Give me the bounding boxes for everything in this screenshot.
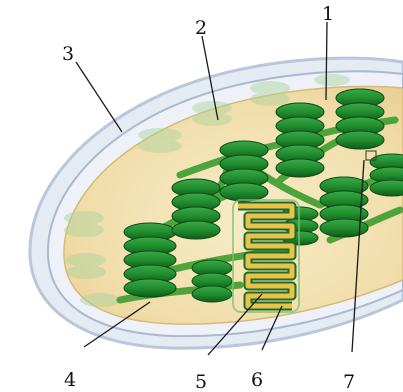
granum-stack bbox=[276, 103, 324, 177]
label-5: 5 bbox=[195, 371, 207, 392]
granum-stack bbox=[192, 260, 232, 302]
label-1: 1 bbox=[322, 3, 334, 25]
label-2: 2 bbox=[195, 17, 207, 39]
label-6: 6 bbox=[251, 369, 263, 391]
granum-stack bbox=[124, 223, 176, 297]
label-4: 4 bbox=[64, 369, 76, 391]
label-3: 3 bbox=[62, 43, 74, 65]
label-7: 7 bbox=[343, 371, 355, 392]
